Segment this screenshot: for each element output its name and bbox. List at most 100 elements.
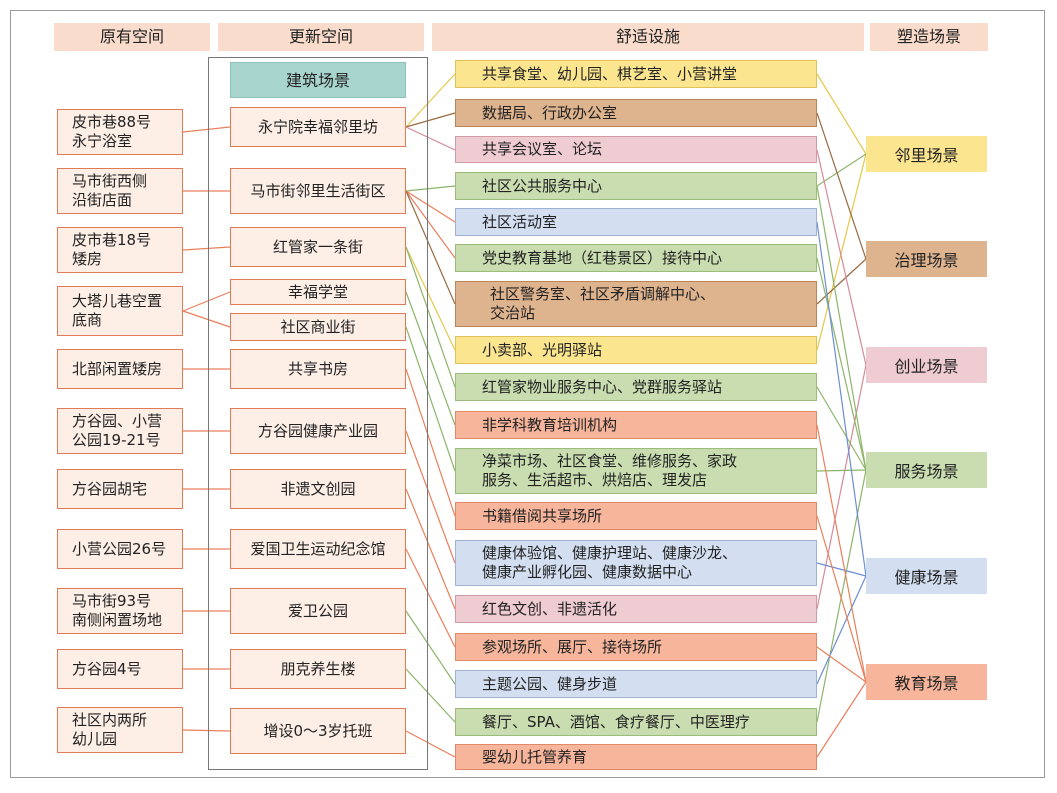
amenity-box: 社区警务室、社区矛盾调解中心、 交治站 [455, 281, 817, 327]
amenity-box: 婴幼儿托管养育 [455, 744, 817, 770]
updated-space-box: 非遗文创园 [230, 469, 406, 509]
connector-line [405, 73, 456, 128]
connector-line [816, 258, 867, 305]
connector-line [182, 729, 231, 732]
connector-line [405, 291, 456, 426]
original-space-box: 马市街93号 南侧闲置场地 [57, 588, 183, 634]
connector-line [816, 562, 867, 577]
connector-line [405, 610, 456, 685]
connector-line [405, 668, 456, 723]
updated-space-box: 社区商业街 [230, 313, 406, 341]
connector-line [405, 430, 456, 564]
original-space-label: 马市街西侧 沿街店面 [72, 172, 148, 209]
connector-line [182, 126, 231, 133]
header-updated-space: 更新空间 [218, 23, 424, 51]
original-space-box: 皮市巷88号 永宁浴室 [57, 109, 183, 155]
amenity-box: 社区公共服务中心 [455, 172, 817, 200]
connector-line [405, 190, 456, 259]
original-space-label: 马市街93号 南侧闲置场地 [72, 592, 163, 629]
diagram-frame [10, 10, 1045, 778]
connector-line [405, 246, 456, 351]
connector-line [405, 548, 456, 648]
connector-line [816, 469, 867, 723]
connector-line [405, 488, 456, 610]
scene-neighborhood: 邻里场景 [866, 136, 987, 172]
updated-space-box: 马市街邻里生活街区 [230, 168, 406, 214]
updated-space-box: 永宁院幸福邻里坊 [230, 107, 406, 147]
connector-line [405, 190, 456, 223]
original-space-box: 方谷园胡宅 [57, 469, 183, 509]
amenity-box: 共享会议室、论坛 [455, 136, 817, 163]
connector-line [816, 185, 867, 471]
original-space-box: 方谷园、小营 公园19-21号 [57, 408, 183, 454]
amenity-box: 主题公园、健身步道 [455, 670, 817, 698]
connector-line [405, 730, 456, 758]
connector-line [816, 221, 867, 577]
connector-line [816, 364, 867, 610]
connector-line [182, 291, 231, 312]
updated-space-box: 方谷园健康产业园 [230, 408, 406, 454]
updated-space-box: 增设0～3岁托班 [230, 708, 406, 754]
connector-line [405, 126, 456, 151]
connector-line [816, 424, 867, 683]
connector-line [405, 326, 456, 472]
original-space-label: 皮市巷88号 永宁浴室 [72, 113, 152, 150]
updated-space-box: 幸福学堂 [230, 279, 406, 305]
original-space-label: 皮市巷18号 矮房 [72, 231, 152, 268]
connector-line [816, 149, 867, 366]
original-space-label: 社区内两所 幼儿园 [72, 711, 148, 748]
connector-line [816, 73, 867, 155]
updated-space-box: 共享书房 [230, 349, 406, 389]
original-space-box: 社区内两所 幼儿园 [57, 707, 183, 753]
scene-service: 服务场景 [866, 452, 987, 488]
original-space-box: 马市街西侧 沿街店面 [57, 168, 183, 214]
connector-line [816, 469, 867, 472]
connector-line [816, 515, 867, 683]
amenity-box: 社区活动室 [455, 208, 817, 236]
amenity-box: 餐厅、SPA、酒馆、食疗餐厅、中医理疗 [455, 708, 817, 736]
connector-line [816, 575, 867, 685]
amenity-box: 健康体验馆、健康护理站、健康沙龙、 健康产业孵化园、健康数据中心 [455, 540, 817, 586]
connector-line [816, 153, 867, 351]
original-space-box: 大塔儿巷空置 底商 [57, 286, 183, 336]
original-space-label: 北部闲置矮房 [72, 359, 163, 378]
amenity-box: 非学科教育培训机构 [455, 411, 817, 439]
connector-line [405, 185, 456, 192]
connector-line [816, 386, 867, 471]
original-space-label: 方谷园、小营 公园19-21号 [72, 412, 163, 449]
original-space-label: 方谷园4号 [72, 659, 142, 678]
amenity-box: 党史教育基地（红巷景区）接待中心 [455, 244, 817, 272]
connector-line [405, 246, 456, 388]
original-space-box: 皮市巷18号 矮房 [57, 227, 183, 273]
connector-line [182, 246, 231, 251]
original-space-box: 方谷园4号 [57, 649, 183, 689]
connector-line [816, 112, 867, 260]
connector-line [816, 681, 867, 758]
connector-line [816, 257, 867, 471]
amenity-box: 书籍借阅共享场所 [455, 502, 817, 530]
original-space-label: 小营公园26号 [72, 539, 167, 558]
connector-line [182, 310, 231, 328]
scene-education: 教育场景 [866, 664, 987, 700]
original-space-box: 小营公园26号 [57, 529, 183, 569]
amenity-box: 红色文创、非遗活化 [455, 595, 817, 623]
connector-line [816, 646, 867, 683]
original-space-label: 方谷园胡宅 [72, 479, 148, 498]
header-amenities: 舒适设施 [432, 23, 864, 51]
amenity-box: 净菜市场、社区食堂、维修服务、家政 服务、生活超市、烘焙店、理发店 [455, 448, 817, 494]
scene-governance: 治理场景 [866, 241, 987, 277]
original-space-box: 北部闲置矮房 [57, 349, 183, 389]
scene-health: 健康场景 [866, 558, 987, 594]
connector-line [405, 190, 456, 305]
connector-line [405, 112, 456, 128]
amenity-box: 共享食堂、幼儿园、棋艺室、小营讲堂 [455, 60, 817, 88]
original-space-label: 大塔儿巷空置 底商 [72, 292, 163, 329]
amenity-box: 红管家物业服务中心、党群服务驿站 [455, 373, 817, 401]
header-original-space: 原有空间 [54, 23, 210, 51]
connector-line [816, 153, 867, 187]
header-scenes: 塑造场景 [870, 23, 988, 51]
updated-space-box: 爱卫公园 [230, 588, 406, 634]
updated-space-box: 爱国卫生运动纪念馆 [230, 529, 406, 569]
scene-entrepreneurship: 创业场景 [866, 347, 987, 383]
